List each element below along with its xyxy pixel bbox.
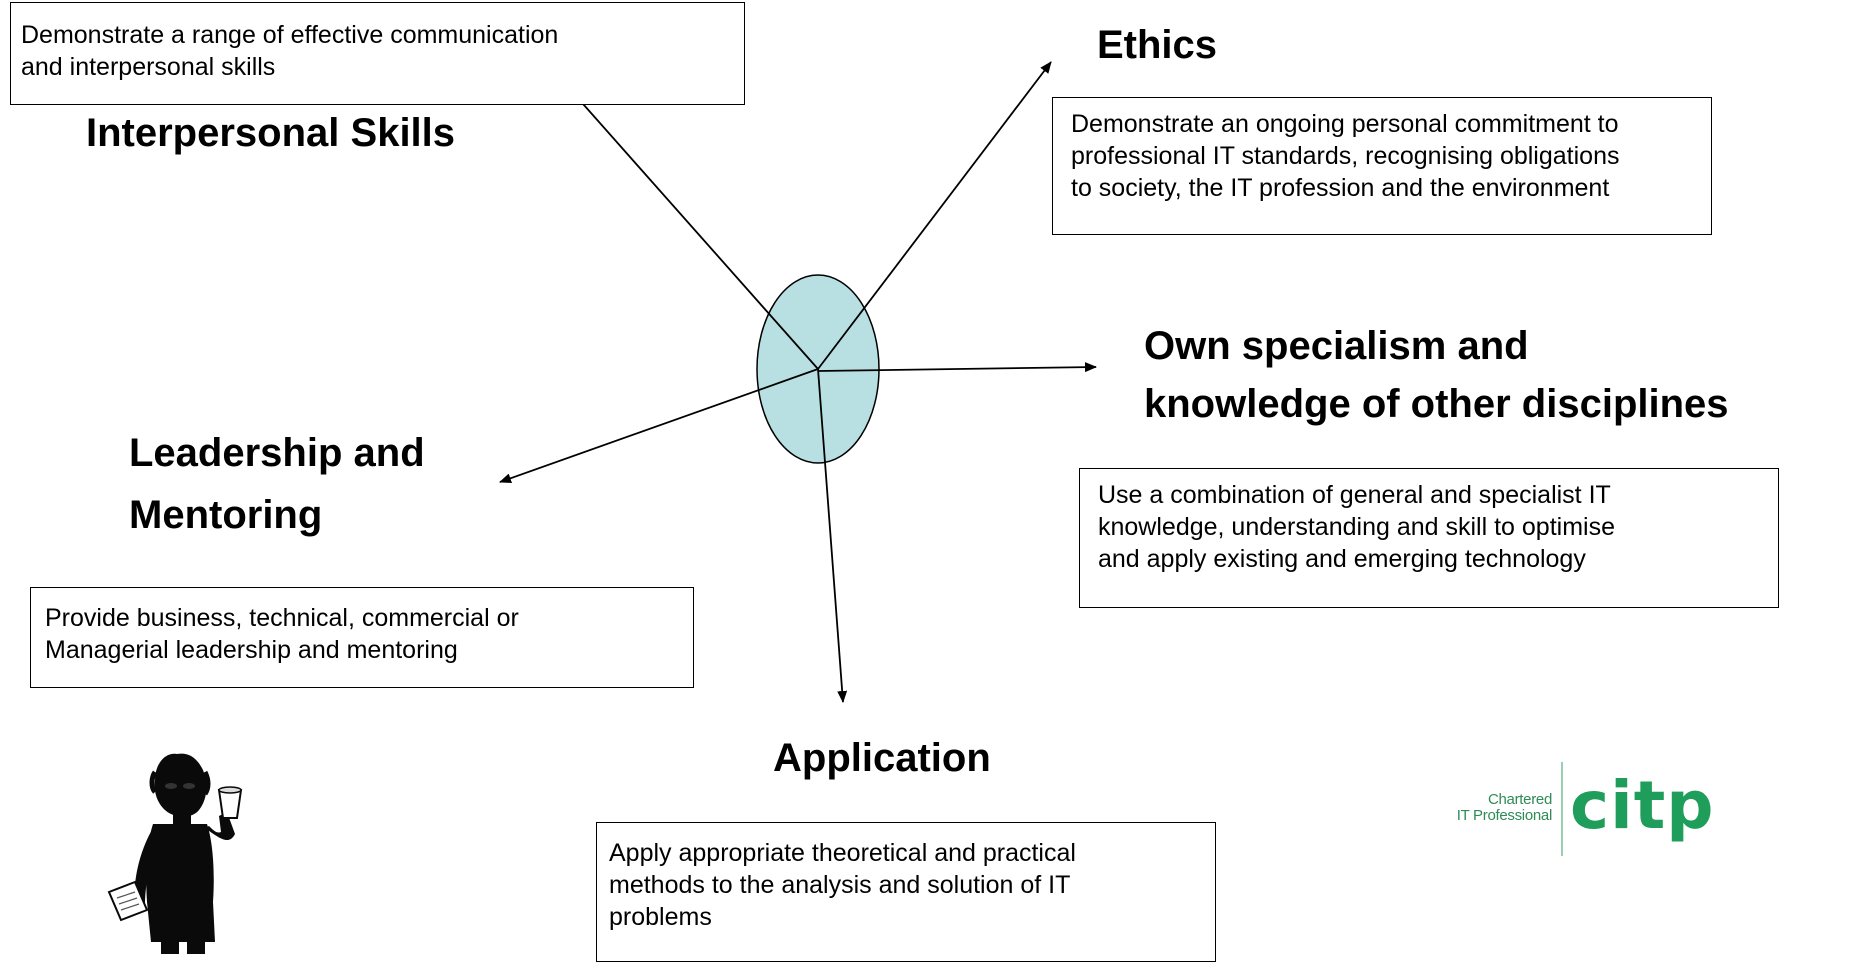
heading-leadership-mentoring: Leadership and Mentoring — [129, 422, 425, 546]
description-leadership-line-1: Provide business, technical, commercial … — [45, 604, 519, 632]
logo-wordmark: citp — [1570, 767, 1715, 844]
heading-leadership-line-2: Mentoring — [129, 493, 323, 537]
heading-specialism-line-1: Own specialism and — [1144, 324, 1529, 368]
description-box-leadership: Provide business, technical, commercial … — [30, 587, 694, 688]
citp-logo: Chartered IT Professional citp — [1430, 762, 1730, 862]
description-specialism-line-3: and apply existing and emerging technolo… — [1098, 545, 1586, 573]
description-application-line-1: Apply appropriate theoretical and practi… — [609, 839, 1076, 867]
heading-own-specialism: Own specialism and knowledge of other di… — [1144, 317, 1729, 433]
description-box-application: Apply appropriate theoretical and practi… — [596, 822, 1216, 962]
description-ethics-line-1: Demonstrate an ongoing personal commitme… — [1071, 110, 1619, 138]
heading-interpersonal-skills: Interpersonal Skills — [86, 111, 456, 155]
arrow-to-application — [817, 368, 848, 703]
description-interpersonal-line-2: and interpersonal skills — [21, 53, 276, 81]
description-specialism-line-2: knowledge, understanding and skill to op… — [1098, 513, 1615, 541]
arrow-to-specialism — [817, 362, 1097, 373]
logo-divider — [1561, 762, 1563, 856]
person-figure-icon — [107, 753, 243, 954]
logo-subtitle-line-2: IT Professional — [1456, 807, 1553, 824]
description-box-interpersonal: Demonstrate a range of effective communi… — [10, 2, 745, 105]
logo-subtitle-line-1: Chartered — [1487, 791, 1552, 808]
description-box-ethics: Demonstrate an ongoing personal commitme… — [1052, 97, 1712, 235]
arrow-to-leadership — [499, 368, 819, 484]
heading-leadership-line-1: Leadership and — [129, 431, 425, 475]
arrow-to-ethics — [817, 61, 1052, 370]
heading-specialism-line-2: knowledge of other disciplines — [1144, 382, 1729, 426]
description-interpersonal-line-1: Demonstrate a range of effective communi… — [21, 21, 559, 49]
logo-subtitle: Chartered IT Professional — [1430, 791, 1553, 824]
description-ethics-line-2: professional IT standards, recognising o… — [1071, 142, 1620, 170]
heading-ethics: Ethics — [1097, 23, 1218, 67]
description-leadership-line-2: Managerial leadership and mentoring — [45, 636, 458, 664]
arrow-to-interpersonal — [559, 77, 819, 370]
description-application-line-3: problems — [609, 903, 712, 931]
heading-application: Application — [773, 736, 991, 780]
description-application-line-2: methods to the analysis and solution of … — [609, 871, 1071, 899]
description-specialism-line-1: Use a combination of general and special… — [1098, 481, 1611, 509]
description-ethics-line-3: to society, the IT profession and the en… — [1071, 174, 1610, 202]
description-box-specialism: Use a combination of general and special… — [1079, 468, 1779, 608]
